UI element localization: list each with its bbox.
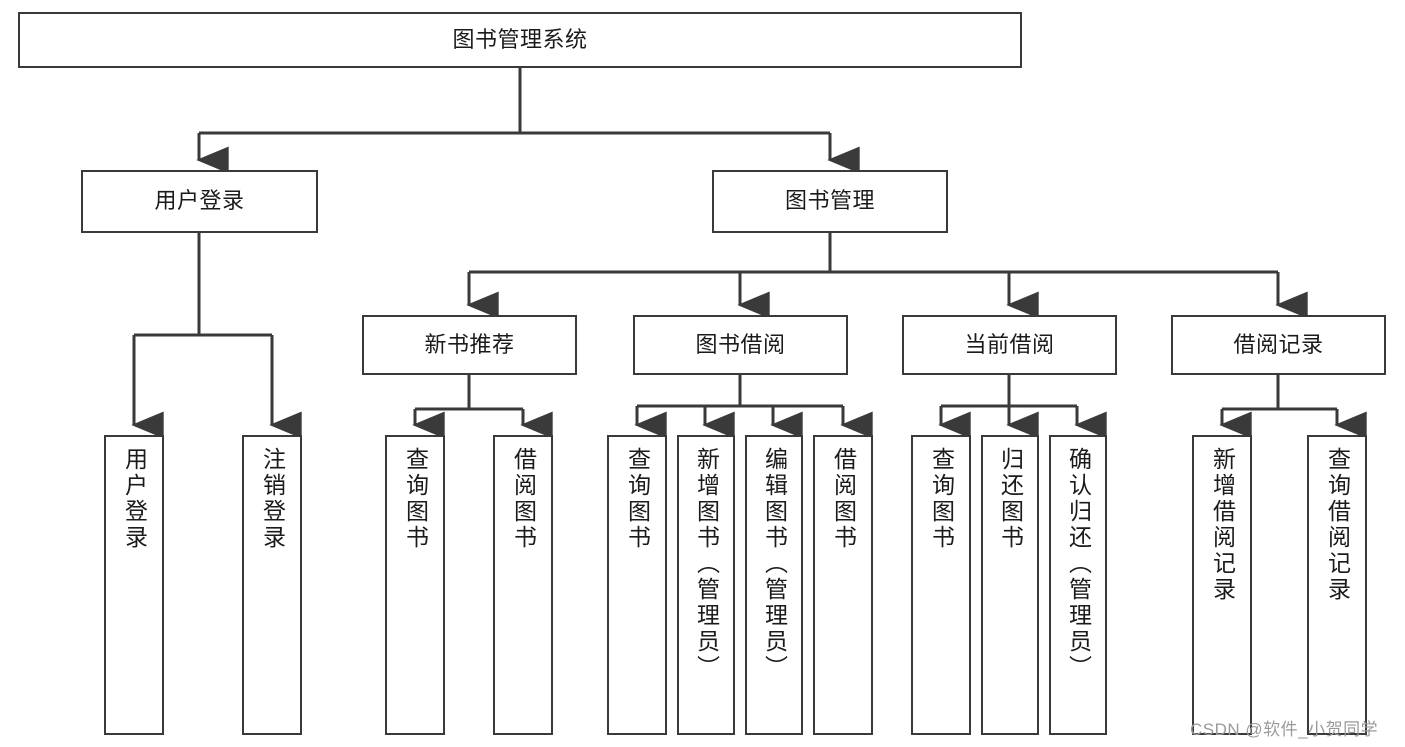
node-label: 新书推荐 [424, 331, 515, 357]
node-label: 确认归还（管理员） [1065, 447, 1092, 681]
node-leaf-user-login[interactable]: 用户登录 [104, 435, 164, 735]
node-leaf-query-book-3[interactable]: 查询图书 [911, 435, 971, 735]
node-leaf-return-book[interactable]: 归还图书 [981, 435, 1039, 735]
node-root-system[interactable]: 图书管理系统 [18, 12, 1022, 68]
node-label: 查询图书 [928, 447, 955, 551]
node-leaf-add-book[interactable]: 新增图书（管理员） [677, 435, 735, 735]
node-leaf-edit-book[interactable]: 编辑图书（管理员） [745, 435, 803, 735]
node-label: 编辑图书（管理员） [761, 447, 788, 681]
node-label: 用户登录 [121, 447, 148, 551]
node-leaf-logout-login[interactable]: 注销登录 [242, 435, 302, 735]
node-label: 当前借阅 [964, 331, 1055, 357]
node-label: 用户登录 [154, 188, 245, 214]
node-label: 图书借阅 [695, 331, 786, 357]
node-leaf-query-record[interactable]: 查询借阅记录 [1307, 435, 1367, 735]
node-label: 借阅图书 [510, 447, 537, 551]
node-label: 注销登录 [259, 447, 286, 551]
node-leaf-query-book-2[interactable]: 查询图书 [607, 435, 667, 735]
node-user-login[interactable]: 用户登录 [81, 170, 318, 233]
node-book-management[interactable]: 图书管理 [712, 170, 948, 233]
node-leaf-borrow-book-1[interactable]: 借阅图书 [493, 435, 553, 735]
node-label: 归还图书 [997, 447, 1024, 551]
node-borrow-record[interactable]: 借阅记录 [1171, 315, 1386, 375]
node-label: 借阅图书 [830, 447, 857, 551]
node-label: 新增图书（管理员） [693, 447, 720, 681]
node-label: 新增借阅记录 [1209, 447, 1236, 603]
node-label: 图书管理系统 [452, 26, 588, 52]
node-leaf-confirm-return[interactable]: 确认归还（管理员） [1049, 435, 1107, 735]
node-book-borrow[interactable]: 图书借阅 [633, 315, 848, 375]
node-leaf-add-record[interactable]: 新增借阅记录 [1192, 435, 1252, 735]
node-current-borrow[interactable]: 当前借阅 [902, 315, 1117, 375]
node-label: 查询图书 [624, 447, 651, 551]
node-leaf-borrow-book-2[interactable]: 借阅图书 [813, 435, 873, 735]
csdn-watermark: CSDN @软件_小贺同学 [1190, 720, 1379, 739]
node-new-book-recommend[interactable]: 新书推荐 [362, 315, 577, 375]
node-label: 图书管理 [784, 188, 875, 214]
node-leaf-query-book-1[interactable]: 查询图书 [385, 435, 445, 735]
node-label: 借阅记录 [1233, 331, 1324, 357]
node-label: 查询借阅记录 [1324, 447, 1351, 603]
node-label: 查询图书 [402, 447, 429, 551]
